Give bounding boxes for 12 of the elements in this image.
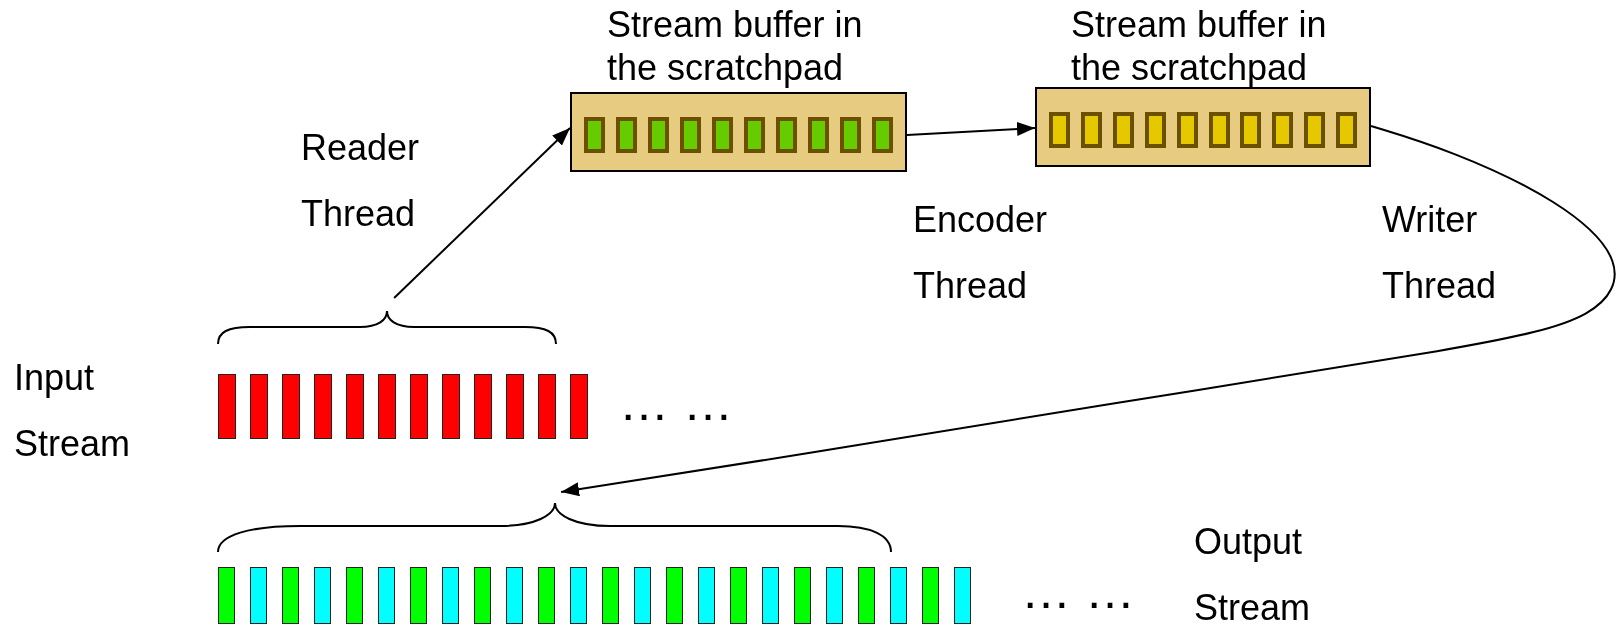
stream-label: Output Stream [1194, 521, 1311, 628]
edge-label: Writer Thread [1382, 199, 1497, 306]
buffer-title: Stream buffer in the scratchpad [607, 3, 864, 89]
edge-label: Reader Thread [301, 127, 420, 234]
arrow [906, 121, 1036, 136]
arrow [393, 127, 571, 299]
buffer-title: Stream buffer in the scratchpad [1071, 3, 1328, 89]
edge-label: Encoder Thread [913, 199, 1048, 306]
stream-label: Input Stream [14, 357, 131, 464]
curved-arrow [560, 125, 1616, 497]
continuation-ellipsis: … … [1021, 563, 1135, 619]
continuation-ellipsis: … … [619, 375, 733, 431]
